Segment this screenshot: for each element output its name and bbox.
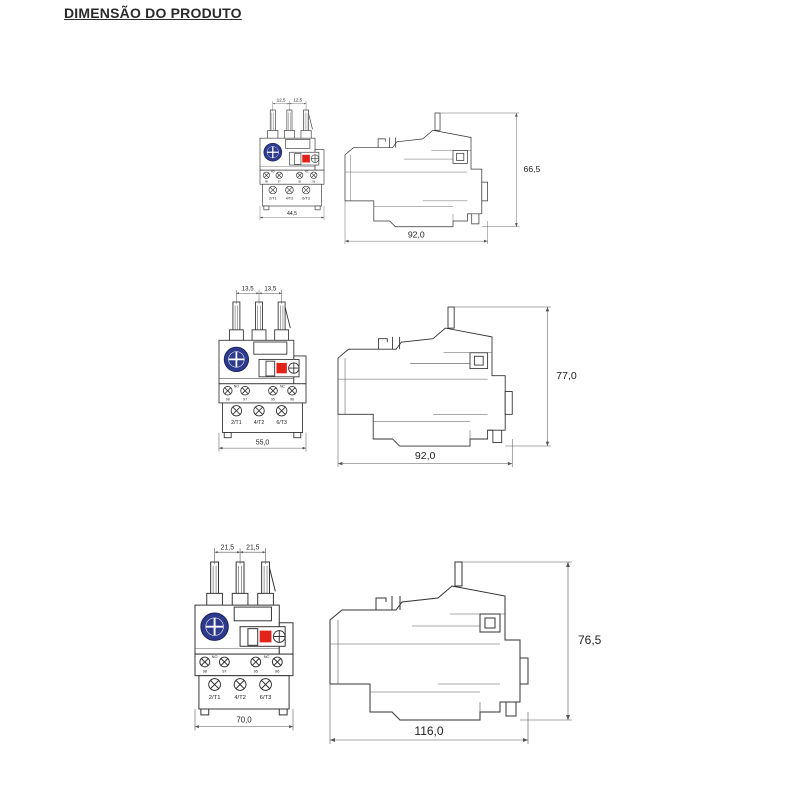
terminal-label-3: 6/T3 (276, 420, 287, 426)
terminal-label-2: 4/T2 (254, 420, 265, 426)
terminal-tab (434, 112, 441, 131)
screw-icon (275, 405, 288, 417)
aux-label: 98 (203, 669, 207, 674)
screw-icon (250, 656, 262, 668)
aux-label: 96 (312, 179, 315, 183)
aux-label: 97 (222, 669, 226, 674)
width-dimension: 55,0 (256, 440, 270, 447)
relay-1-side-view: 92,0 66,5 (344, 112, 541, 245)
terminal-label-2: 4/T2 (234, 695, 246, 701)
screw-icon (301, 185, 311, 195)
terminal-label-3: 6/T3 (260, 695, 272, 701)
relay-2-front-view: 98 97 NO 95 96 NC 2/T1 4/T2 6/T3 55,0 13,5 13,5 (218, 286, 307, 452)
screw-icon (199, 656, 211, 668)
screw-icon (287, 385, 297, 396)
terminal-lug (303, 109, 309, 133)
aux-label: NC (280, 384, 286, 388)
screw-icon (240, 385, 250, 396)
aux-label: 97 (243, 397, 247, 401)
screw-icon (219, 656, 230, 668)
screw-icon (233, 678, 247, 691)
aux-label: NO (234, 384, 240, 388)
height-dimension: 76,5 (578, 633, 602, 647)
aux-label: NC (264, 654, 270, 659)
depth-dimension: 92,0 (408, 230, 425, 240)
screw-icon (285, 185, 294, 195)
aux-label: NO (271, 170, 275, 174)
housing-outline (344, 129, 483, 228)
screw-icon (259, 678, 272, 691)
height-dimension: 66,5 (524, 164, 541, 174)
terminal-label-1: 2/T1 (231, 420, 242, 426)
aux-label: 96 (275, 669, 279, 674)
height-dimension: 77,0 (556, 370, 577, 382)
terminal-lug (210, 561, 220, 596)
terminal-tab (447, 306, 455, 329)
pole-pitch-dimension: 21,5 (246, 544, 260, 551)
screw-icon (262, 171, 270, 179)
terminal-label-3: 6/T3 (302, 197, 310, 201)
aux-label: 97 (278, 179, 281, 183)
screw-icon (275, 171, 283, 179)
screw-icon (268, 385, 278, 396)
pole-pitch-dimension: 21,5 (221, 544, 235, 551)
terminal-lug (261, 561, 270, 596)
pole-pitch-dimension: 12,5 (293, 98, 302, 103)
aux-label: 95 (298, 179, 301, 183)
screw-icon (310, 171, 318, 179)
page-title: DIMENSÃO DO PRODUTO (64, 5, 242, 21)
aux-label: 95 (254, 669, 259, 674)
screw-icon (271, 656, 283, 668)
screw-icon (230, 405, 243, 417)
aux-label: NO (212, 654, 218, 659)
terminal-lug (269, 109, 276, 133)
pole-pitch-dimension: 12,5 (277, 98, 286, 103)
width-dimension: 44,5 (287, 211, 297, 217)
aux-label: 98 (265, 179, 268, 183)
relay-2-side-view: 92,0 77,0 (337, 306, 577, 468)
terminal-lug (286, 109, 293, 133)
width-dimension: 70,0 (236, 716, 252, 725)
housing-outline (329, 585, 521, 721)
terminal-lug (255, 301, 263, 333)
screw-icon (253, 405, 265, 417)
relay-3-side-view: 116,0 76,5 (329, 561, 602, 744)
relay-1-front-view: 98 97 NO 95 96 NC 2/T1 4/T2 6/T3 44,5 12,5 12,5 (259, 98, 325, 221)
aux-label: 98 (226, 397, 230, 401)
aux-label: 95 (271, 397, 275, 401)
terminal-tab (454, 561, 463, 587)
housing-outline (337, 327, 506, 447)
depth-dimension: 92,0 (415, 450, 436, 462)
pole-pitch-dimension: 13,5 (242, 286, 254, 293)
aux-label: NC (305, 170, 309, 174)
trip-indicator (302, 154, 310, 163)
terminal-label-2: 4/T2 (286, 197, 294, 201)
trip-indicator (259, 630, 272, 643)
screw-icon (268, 185, 277, 195)
terminal-lug (235, 561, 245, 596)
relay-3-front-view: 98 97 NO 95 96 NC 2/T1 4/T2 6/T3 70,0 21,5 21,5 (194, 544, 294, 731)
screw-icon (222, 385, 233, 396)
trip-indicator (276, 362, 287, 374)
aux-label: 96 (290, 397, 294, 401)
depth-dimension: 116,0 (414, 724, 443, 738)
screw-icon (296, 171, 304, 179)
terminal-lug (277, 301, 286, 333)
terminal-lug (232, 301, 241, 333)
screw-icon (208, 678, 221, 691)
terminal-label-1: 2/T1 (269, 197, 277, 201)
terminal-label-1: 2/T1 (209, 695, 221, 701)
pole-pitch-dimension: 13,5 (264, 286, 276, 293)
